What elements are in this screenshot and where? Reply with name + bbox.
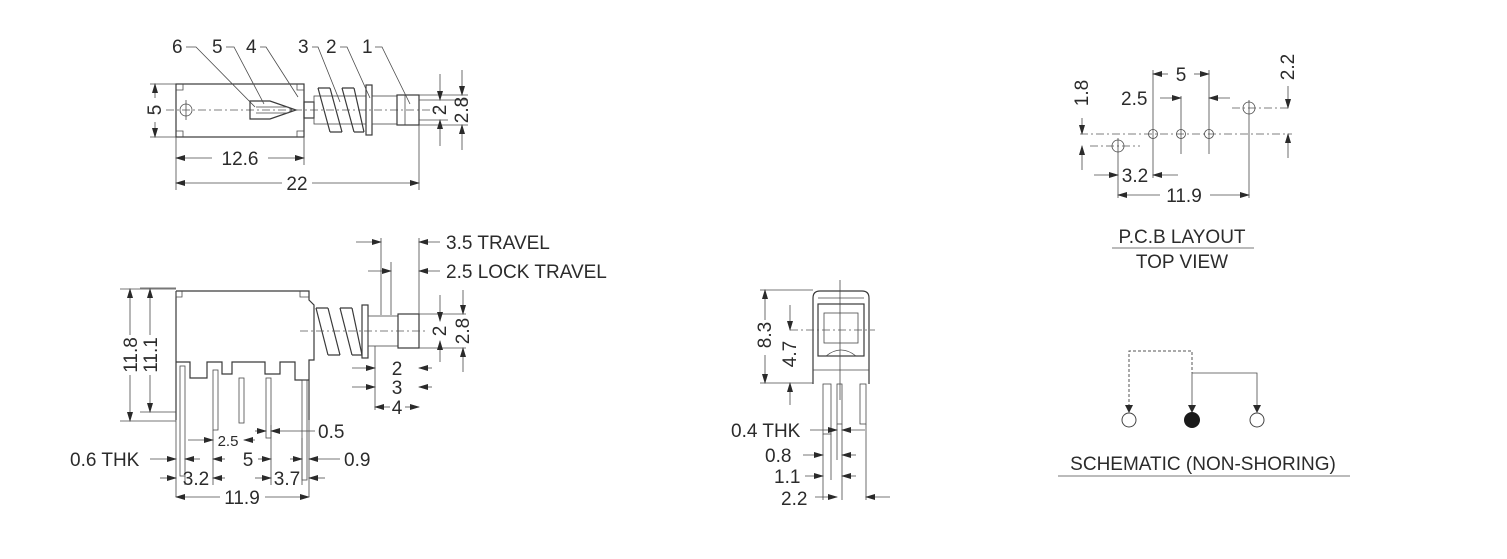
dim-0-5: 0.5 — [318, 422, 344, 443]
schematic-dashed-contact — [1128, 350, 1193, 412]
top-view: 6 5 4 3 2 1 5 12.6 22 — [145, 37, 473, 195]
end-dim-4-7: 4.7 — [780, 341, 801, 367]
callout-2: 2 — [326, 37, 337, 58]
dim-11-9: 11.9 — [224, 488, 260, 509]
side-view: 3.5 TRAVEL 2.5 LOCK TRAVEL 11.8 11.1 2 2… — [70, 233, 607, 509]
pcb-dim-1-8: 1.8 — [1072, 80, 1093, 106]
dim-pin-thk-0-6: 0.6 THK — [70, 450, 140, 471]
pcb-dim-2-2: 2.2 — [1278, 54, 1299, 80]
dim-stem-inner: 2 — [430, 105, 451, 116]
pcb-dim-5: 5 — [1176, 65, 1187, 86]
callout-5: 5 — [212, 37, 223, 58]
pcb-layout-title: P.C.B LAYOUT — [1118, 227, 1245, 248]
side-dim-3: 3 — [392, 378, 403, 399]
terminal-open-right-icon — [1249, 412, 1265, 428]
side-dim-stem-outer: 2.8 — [453, 318, 474, 344]
dim-stem-outer: 2.8 — [452, 97, 473, 123]
pcb-dim-2-5: 2.5 — [1121, 89, 1147, 110]
dim-3-7: 3.7 — [274, 469, 300, 490]
callout-4: 4 — [246, 37, 257, 58]
end-dim-2-2: 2.2 — [781, 489, 807, 510]
side-spring — [315, 307, 363, 356]
dim-3-2: 3.2 — [183, 469, 209, 490]
spring — [317, 87, 365, 133]
cam-slider — [249, 100, 298, 120]
pcb-layout: 5 2.5 1.8 2.2 3.2 11.9 P.C.B LAYOUT TOP … — [1072, 54, 1299, 273]
callout-1: 1 — [362, 37, 373, 58]
side-dim-stem-inner: 2 — [430, 326, 451, 337]
dim-pitch-2-5: 2.5 — [218, 433, 239, 450]
end-dim-0-8: 0.8 — [765, 446, 791, 467]
callout-3: 3 — [298, 37, 309, 58]
pcb-layout-subtitle: TOP VIEW — [1136, 252, 1228, 273]
end-housing — [812, 290, 870, 384]
side-dim-2: 2 — [392, 359, 403, 380]
pins — [179, 365, 308, 481]
schematic-title: SCHEMATIC (NON-SHORING) — [1070, 454, 1336, 475]
end-dim-8-3: 8.3 — [755, 322, 776, 348]
dim-0-9: 0.9 — [344, 450, 370, 471]
actuator-stem — [396, 94, 420, 126]
dim-body-length: 12.6 — [222, 149, 259, 170]
pcb-dim-11-9: 11.9 — [1166, 186, 1202, 207]
dim-height-11-1: 11.1 — [141, 337, 162, 373]
lock-travel-label: 2.5 LOCK TRAVEL — [446, 262, 607, 283]
part-callouts: 6 5 4 3 2 1 — [172, 37, 411, 108]
travel-label: 3.5 TRAVEL — [446, 233, 550, 254]
side-housing — [175, 290, 315, 420]
terminal-open-left-icon — [1121, 412, 1137, 428]
dim-height-11-8: 11.8 — [121, 337, 142, 373]
end-view: 8.3 4.7 0.4 THK 0.8 1.1 2.2 — [731, 280, 890, 510]
side-dim-4: 4 — [392, 398, 403, 419]
schematic-solid-contact — [1191, 372, 1258, 412]
callout-6: 6 — [172, 37, 183, 58]
end-dim-thk-0-4: 0.4 THK — [731, 421, 801, 442]
schematic: SCHEMATIC (NON-SHORING) — [1058, 350, 1350, 477]
pcb-dim-3-2: 3.2 — [1122, 166, 1148, 187]
terminal-common-icon — [1184, 412, 1200, 428]
dim-total-length: 22 — [286, 174, 307, 195]
end-dim-1-1: 1.1 — [774, 467, 800, 488]
dim-pitch-5: 5 — [243, 450, 254, 471]
dim-height-5: 5 — [145, 105, 166, 116]
